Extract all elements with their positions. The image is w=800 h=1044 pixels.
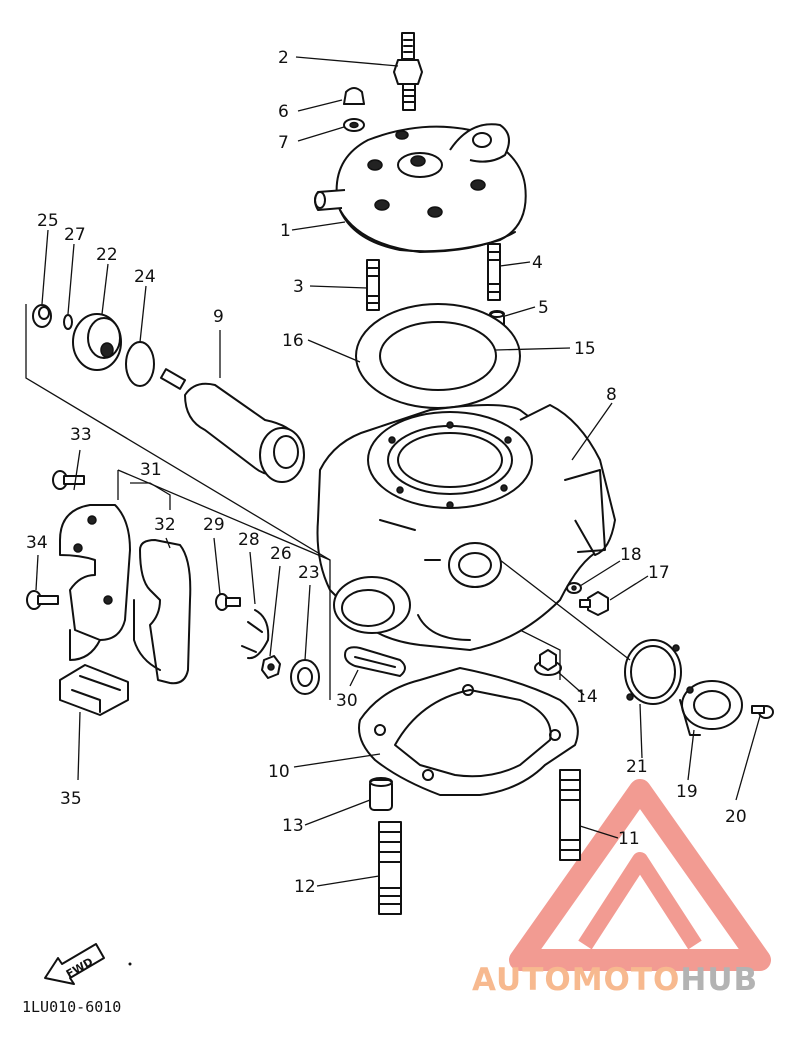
stud-bolt-long-part: [378, 821, 402, 915]
water-pipe-joint-part: [159, 368, 305, 483]
spark-plug-part: [393, 32, 423, 111]
callout-4: 4: [532, 253, 543, 273]
callout-19: 19: [676, 782, 698, 802]
cap-nut-part: [343, 87, 365, 105]
watermark-triangle-icon: [509, 779, 771, 971]
watermark-text-auto: AUTOMOTO: [472, 962, 680, 998]
callout-35: 35: [60, 789, 82, 809]
callout-12: 12: [294, 877, 316, 897]
hose-clamp-bracket-part: [59, 664, 129, 716]
housing-cap-part: [72, 313, 122, 371]
washer-part: [343, 118, 365, 132]
callout-8: 8: [606, 385, 617, 405]
o-ring-part: [125, 341, 155, 387]
callout-3: 3: [293, 277, 304, 297]
callout-6: 6: [278, 102, 289, 122]
dot-mark: [128, 962, 132, 966]
stud-bolt-long-right-part: [559, 769, 581, 861]
oil-seal-part: [290, 659, 320, 695]
callout-2: 2: [278, 48, 289, 68]
callout-labels: 2 6 7 1 3 4 5 16 15 8 9 25 27 22 24 33 3…: [26, 48, 747, 897]
dowel-pin-lower-part: [369, 777, 393, 811]
callout-9: 9: [213, 307, 224, 327]
callout-34: 34: [26, 533, 48, 553]
assembly-outline-lines: [25, 304, 631, 700]
hex-nut-part: [261, 655, 281, 679]
callout-28: 28: [238, 530, 260, 550]
callout-17: 17: [648, 563, 670, 583]
flange-nut-part: [534, 649, 562, 676]
cylinder-base-gasket-part: [358, 667, 579, 796]
callout-24: 24: [134, 267, 156, 287]
callout-11: 11: [618, 829, 640, 849]
leader-lines: [35, 56, 761, 887]
screw-part: [751, 705, 774, 719]
callout-29: 29: [203, 515, 225, 535]
bolt-small-part: [215, 593, 241, 611]
callout-10: 10: [268, 762, 290, 782]
stud-bolt-part: [487, 243, 501, 301]
callout-27: 27: [64, 225, 86, 245]
pump-cover-gasket-part: [133, 539, 192, 685]
exhaust-gasket-part: [624, 639, 682, 705]
callout-31: 31: [140, 460, 162, 480]
callout-1: 1: [280, 221, 291, 241]
callout-22: 22: [96, 245, 118, 265]
callout-16: 16: [282, 331, 304, 351]
callout-23: 23: [298, 563, 320, 583]
cylinder-block-part: [316, 404, 616, 651]
sealing-washer-part: [566, 582, 582, 594]
callout-15: 15: [574, 339, 596, 359]
callout-26: 26: [270, 544, 292, 564]
callout-21: 21: [626, 757, 648, 777]
o-ring-small-part: [63, 314, 73, 330]
callout-5: 5: [538, 298, 549, 318]
bolt-upper-part: [52, 470, 85, 490]
bolt-lower-part: [26, 590, 59, 610]
plug-cap-part: [32, 304, 52, 328]
callout-13: 13: [282, 816, 304, 836]
manifold-gasket-part: [344, 646, 406, 677]
callout-7: 7: [278, 133, 289, 153]
callout-18: 18: [620, 545, 642, 565]
forward-direction-arrow: FWD: [44, 943, 105, 985]
cylinder-head-part: [314, 123, 527, 253]
callout-25: 25: [37, 211, 59, 231]
callout-33: 33: [70, 425, 92, 445]
callout-32: 32: [154, 515, 176, 535]
watermark-logo: [509, 779, 771, 971]
callout-14: 14: [576, 687, 598, 707]
stud-bolt-short-part: [366, 259, 380, 311]
watermark-text: AUTOMOTOHUB: [472, 962, 758, 998]
callout-30: 30: [336, 691, 358, 711]
callout-20: 20: [725, 807, 747, 827]
drain-bolt-part: [579, 591, 609, 616]
pump-cover-part: [59, 504, 131, 661]
spring-clip-part: [241, 609, 270, 660]
drawing-code: 1LU010-6010: [22, 998, 121, 1016]
watermark-text-hub: HUB: [680, 962, 758, 998]
power-valve-cover-part: [679, 680, 743, 736]
head-gasket-inner-part: [379, 321, 497, 391]
